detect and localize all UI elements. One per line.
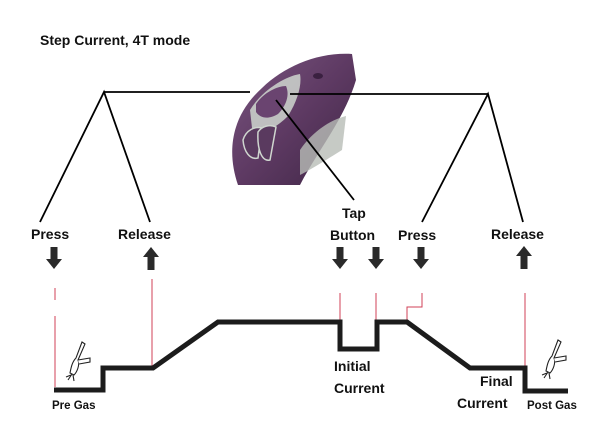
press-label: Press [31, 226, 70, 242]
final-current-label-line2: Current [457, 395, 508, 411]
tap-leader [275, 99, 355, 201]
arrow-up-icon [516, 246, 532, 269]
left-leader [39, 89, 151, 223]
initial-current-label-line1: Initial [334, 358, 371, 374]
post-gas-label: Post Gas [527, 400, 577, 412]
arrows [46, 246, 532, 270]
arrow-down-icon [46, 247, 62, 269]
release-label: Release [491, 226, 544, 242]
release-label: Release [118, 226, 171, 242]
press-label: Press [398, 227, 437, 243]
arrow-up-icon [143, 247, 159, 270]
tap-label: Tap [342, 205, 366, 221]
final-current-label-line1: Final [480, 373, 513, 389]
gas-torch-icon [65, 341, 91, 382]
trigger-button [256, 86, 288, 118]
pre-gas-label: Pre Gas [52, 400, 96, 412]
right-leader [421, 91, 524, 223]
torch-handle-image [232, 53, 356, 185]
arrow-down-icon [413, 247, 429, 269]
arrow-down-icon [368, 247, 384, 269]
button-label: Button [330, 227, 376, 243]
initial-current-label-line2: Current [334, 380, 385, 396]
gas-torch-icon [541, 339, 567, 380]
diagram-title: Step Current, 4T mode [40, 32, 191, 48]
leader-lines [39, 89, 524, 223]
event-markers [54, 279, 526, 387]
arrow-down-icon [332, 247, 348, 269]
current-waveform [54, 319, 568, 394]
